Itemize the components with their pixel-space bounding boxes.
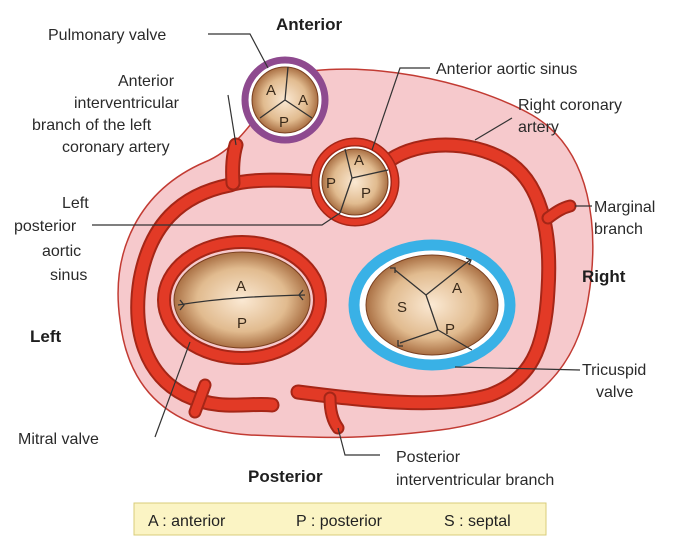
- posterior-interventricular-label: Posterior interventricular branch: [396, 449, 554, 489]
- svg-text:interventricular branch: interventricular branch: [396, 472, 554, 489]
- aortic-valve: A P P: [315, 142, 395, 222]
- mitral-valve-label: Mitral valve: [18, 431, 99, 448]
- right-label: Right: [582, 267, 626, 286]
- svg-text:Marginal: Marginal: [594, 199, 655, 216]
- left-label: Left: [30, 327, 62, 346]
- tricuspid-valve-label: Tricuspid valve: [582, 362, 646, 401]
- svg-text:artery: artery: [518, 119, 559, 136]
- anterior-interventricular-label: Anterior interventricular branch of the …: [32, 73, 180, 156]
- svg-text:Left: Left: [62, 195, 89, 212]
- svg-text:branch of the left: branch of the left: [32, 117, 152, 134]
- svg-text:Posterior: Posterior: [396, 449, 461, 466]
- legend-posterior: P : posterior: [296, 513, 383, 530]
- anterior-aortic-sinus-label: Anterior aortic sinus: [436, 61, 577, 78]
- left-posterior-aortic-sinus-label: Left posterior aortic sinus: [14, 195, 89, 284]
- svg-text:aortic: aortic: [42, 243, 81, 260]
- svg-text:branch: branch: [594, 221, 643, 238]
- marginal-branch-label: Marginal branch: [594, 199, 655, 238]
- aortic-letter-p2: P: [361, 185, 371, 202]
- svg-text:interventricular: interventricular: [74, 95, 180, 112]
- tricuspid-letter-s: S: [397, 299, 407, 316]
- svg-text:Tricuspid: Tricuspid: [582, 362, 646, 379]
- pulmonary-letter-a2: A: [298, 92, 308, 109]
- svg-text:Anterior: Anterior: [118, 73, 175, 90]
- anterior-label: Anterior: [276, 15, 343, 34]
- pulmonary-letter-a1: A: [266, 82, 276, 99]
- svg-text:sinus: sinus: [50, 267, 87, 284]
- legend-septal: S : septal: [444, 513, 511, 530]
- legend-anterior: A : anterior: [148, 513, 226, 530]
- pulmonary-letter-p: P: [279, 114, 289, 131]
- svg-text:coronary artery: coronary artery: [62, 139, 170, 156]
- tricuspid-valve: S A P: [354, 245, 510, 365]
- mitral-letter-a: A: [236, 278, 246, 295]
- svg-text:posterior: posterior: [14, 218, 77, 235]
- pulmonary-valve-label: Pulmonary valve: [48, 27, 166, 44]
- pulmonary-valve: A A P: [245, 60, 325, 140]
- aortic-letter-p1: P: [326, 175, 336, 192]
- mitral-valve: A P: [164, 242, 320, 358]
- legend: A : anterior P : posterior S : septal: [134, 503, 546, 535]
- aortic-letter-a: A: [354, 152, 364, 169]
- tricuspid-letter-a: A: [452, 280, 462, 297]
- svg-text:valve: valve: [596, 384, 633, 401]
- tricuspid-letter-p: P: [445, 321, 455, 338]
- posterior-label: Posterior: [248, 467, 323, 486]
- svg-text:Right coronary: Right coronary: [518, 97, 622, 114]
- mitral-letter-p: P: [237, 315, 247, 332]
